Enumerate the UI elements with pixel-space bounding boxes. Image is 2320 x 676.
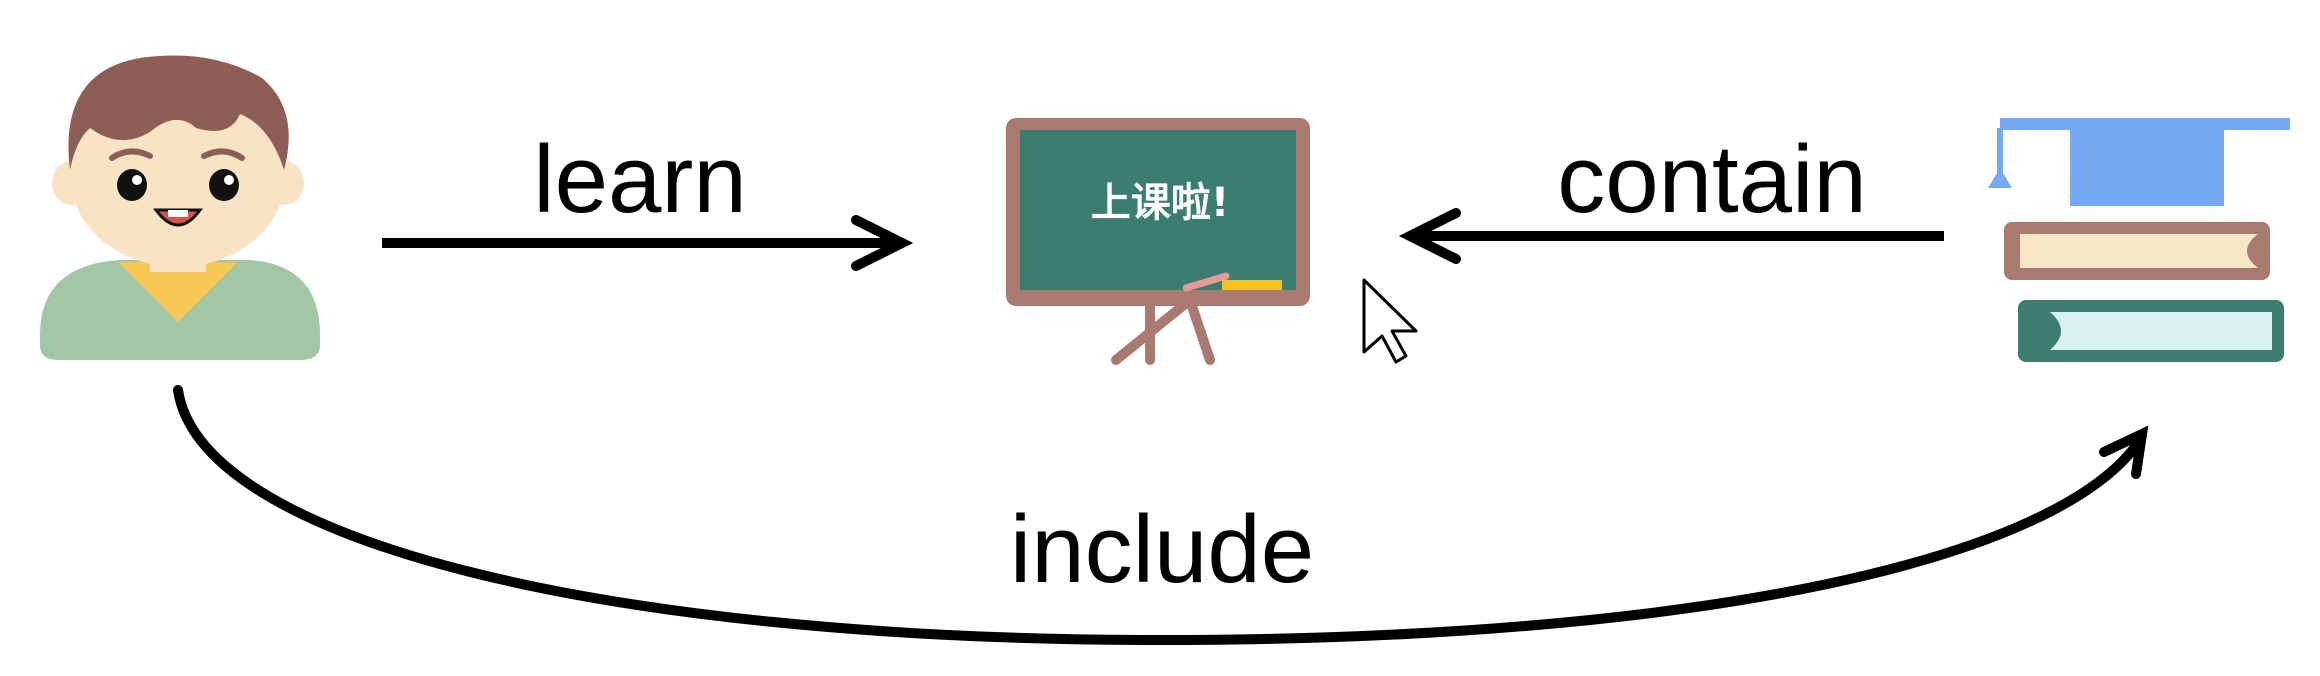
student-node[interactable] [40, 55, 320, 361]
course-node[interactable] [1988, 118, 2290, 362]
edge-contain[interactable]: contain [1398, 126, 1944, 264]
edge-include-arrowhead [2099, 425, 2149, 479]
graduation-cap-books-icon [1988, 118, 2290, 362]
edge-contain-label: contain [1557, 126, 1867, 233]
blackboard-icon: 上课啦! [1006, 118, 1310, 365]
edge-learn-arrowhead [851, 215, 914, 271]
blackboard-text: 上课啦! [1091, 180, 1229, 226]
edge-include-label: include [1010, 496, 1314, 603]
edge-learn[interactable]: learn [382, 126, 914, 271]
mouse-pointer-icon [1362, 278, 1418, 364]
edge-include-curve [173, 385, 2145, 646]
edge-contain-arrowhead [1398, 208, 1461, 264]
student-icon [40, 55, 320, 360]
classroom-node[interactable]: 上课啦! [1006, 118, 1310, 365]
edge-include[interactable]: include [173, 385, 2149, 646]
edge-learn-label: learn [533, 126, 746, 233]
